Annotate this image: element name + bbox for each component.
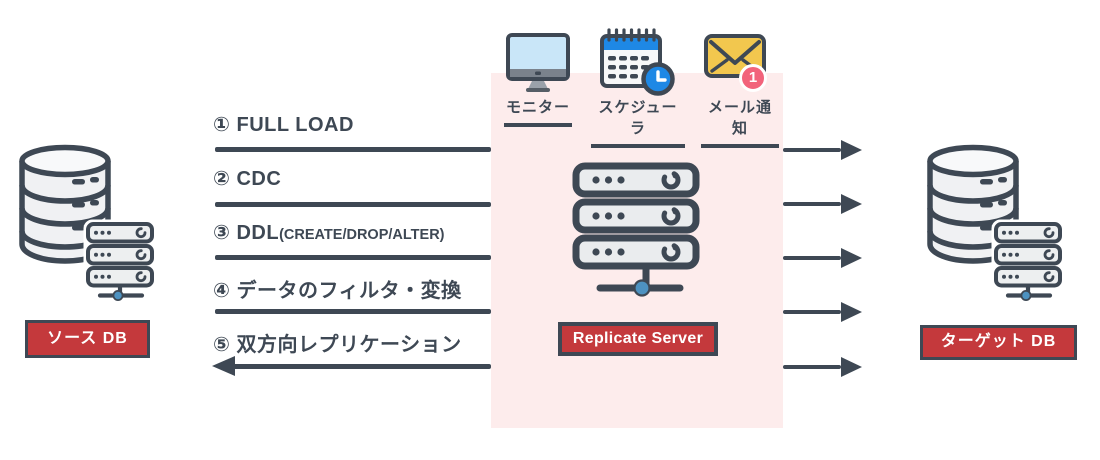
- scheduler-label: スケジューラ: [591, 96, 685, 148]
- output-line: [783, 148, 841, 152]
- output-line: [783, 310, 841, 314]
- output-line: [783, 365, 841, 369]
- flow-label-ddl: ③ DDL(CREATE/DROP/ALTER): [213, 222, 445, 244]
- right-arrowhead-icon: [841, 140, 862, 160]
- flow-line: [233, 364, 491, 369]
- flow-label-full-load: ① FULL LOAD: [213, 114, 354, 136]
- target-db-icon: [927, 144, 1065, 302]
- target-db-label: ターゲット DB: [920, 325, 1077, 360]
- flow-label-filter-transform: ④ データのフィルタ・変換: [213, 280, 462, 302]
- mail-label: メール通知: [701, 96, 779, 148]
- replicate-server-label: Replicate Server: [558, 322, 718, 356]
- replicate-server-icon: [572, 162, 700, 297]
- right-arrowhead-icon: [841, 302, 862, 322]
- flow-label-bidirectional: ⑤ 双方向レプリケーション: [213, 334, 462, 356]
- flow-line: [215, 309, 491, 314]
- left-arrowhead-icon: [212, 356, 235, 376]
- scheduler-icon: [600, 28, 675, 96]
- flow-label-cdc: ② CDC: [213, 168, 282, 190]
- flow-line: [215, 255, 491, 260]
- flow-line: [215, 202, 491, 207]
- flow-line: [215, 147, 491, 152]
- output-line: [783, 202, 841, 206]
- right-arrowhead-icon: [841, 357, 862, 377]
- source-db-icon: [19, 144, 157, 302]
- monitor-label: モニター: [504, 96, 572, 127]
- monitor-icon: [506, 33, 570, 92]
- right-arrowhead-icon: [841, 248, 862, 268]
- source-db-label: ソース DB: [25, 320, 150, 358]
- right-arrowhead-icon: [841, 194, 862, 214]
- mail-notification-badge: 1: [739, 64, 767, 92]
- output-line: [783, 256, 841, 260]
